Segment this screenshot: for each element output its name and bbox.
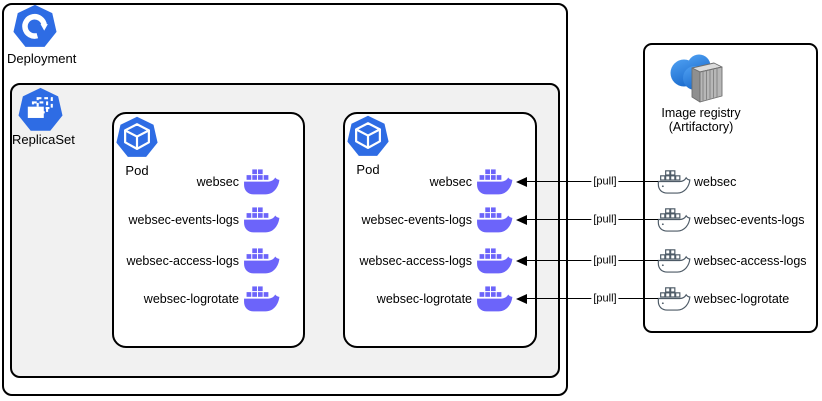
container-name: websec-access-logs	[359, 254, 472, 268]
container-item: websec-access-logs	[349, 244, 513, 278]
docker-whale-icon	[243, 286, 280, 312]
image-item: websec	[657, 165, 813, 199]
pod-label: Pod	[125, 163, 149, 178]
container-name: websec-access-logs	[126, 254, 239, 268]
arrow-head-icon	[516, 215, 527, 225]
container-item: websec	[116, 165, 280, 199]
container-name: websec-events-logs	[361, 213, 472, 227]
image-name: websec-logrotate	[694, 292, 790, 306]
arrow-head-icon	[516, 294, 527, 304]
container-item: websec-events-logs	[116, 203, 280, 237]
container-name: websec-logrotate	[376, 292, 472, 306]
docker-whale-icon	[476, 207, 513, 233]
k8s-pod-icon	[346, 114, 390, 158]
image-name: websec	[694, 175, 737, 189]
container-item: websec-logrotate	[349, 282, 513, 316]
docker-whale-outline-icon	[657, 208, 691, 233]
image-name: websec-access-logs	[694, 254, 807, 268]
arrow-line	[523, 181, 658, 183]
container-item: websec	[349, 165, 513, 199]
docker-whale-outline-icon	[657, 170, 691, 195]
arrow-line	[523, 298, 658, 300]
k8s-replicaset-icon	[17, 86, 64, 133]
container-name: websec-logrotate	[143, 292, 239, 306]
docker-whale-icon	[476, 286, 513, 312]
image-name: websec-events-logs	[694, 213, 805, 227]
pull-arrow-label: [pull]	[591, 254, 619, 268]
docker-whale-icon	[243, 207, 280, 233]
pull-arrow-label: [pull]	[591, 213, 619, 227]
image-item: websec-logrotate	[657, 282, 813, 316]
k8s-deployment-icon	[12, 3, 58, 49]
container-item: websec-logrotate	[116, 282, 280, 316]
replicaset-label: ReplicaSet	[12, 132, 75, 147]
arrow-head-icon	[516, 177, 527, 187]
docker-whale-icon	[476, 169, 513, 195]
arrow-line	[523, 260, 658, 262]
registry-title: Image registry (Artifactory)	[645, 106, 757, 134]
docker-whale-outline-icon	[657, 287, 691, 312]
arrow-head-icon	[516, 256, 527, 266]
registry-title-line1: Image registry	[661, 106, 741, 120]
container-item: websec-events-logs	[349, 203, 513, 237]
arrow-line	[523, 219, 658, 221]
registry-title-line2: (Artifactory)	[668, 120, 734, 134]
docker-whale-outline-icon	[657, 249, 691, 274]
container-name: websec-events-logs	[128, 213, 239, 227]
container-name: websec	[196, 175, 239, 189]
pull-arrow-label: [pull]	[591, 175, 619, 189]
image-item: websec-events-logs	[657, 203, 813, 237]
docker-whale-icon	[476, 248, 513, 274]
container-item: websec-access-logs	[116, 244, 280, 278]
cloud-container-icon	[670, 54, 723, 103]
container-name: websec	[429, 175, 472, 189]
docker-whale-icon	[243, 248, 280, 274]
deployment-label: Deployment	[7, 51, 77, 66]
docker-whale-icon	[243, 169, 280, 195]
k8s-pod-icon	[115, 115, 159, 159]
pull-arrow-label: [pull]	[591, 292, 619, 306]
pod-label: Pod	[356, 162, 380, 177]
image-item: websec-access-logs	[657, 244, 813, 278]
